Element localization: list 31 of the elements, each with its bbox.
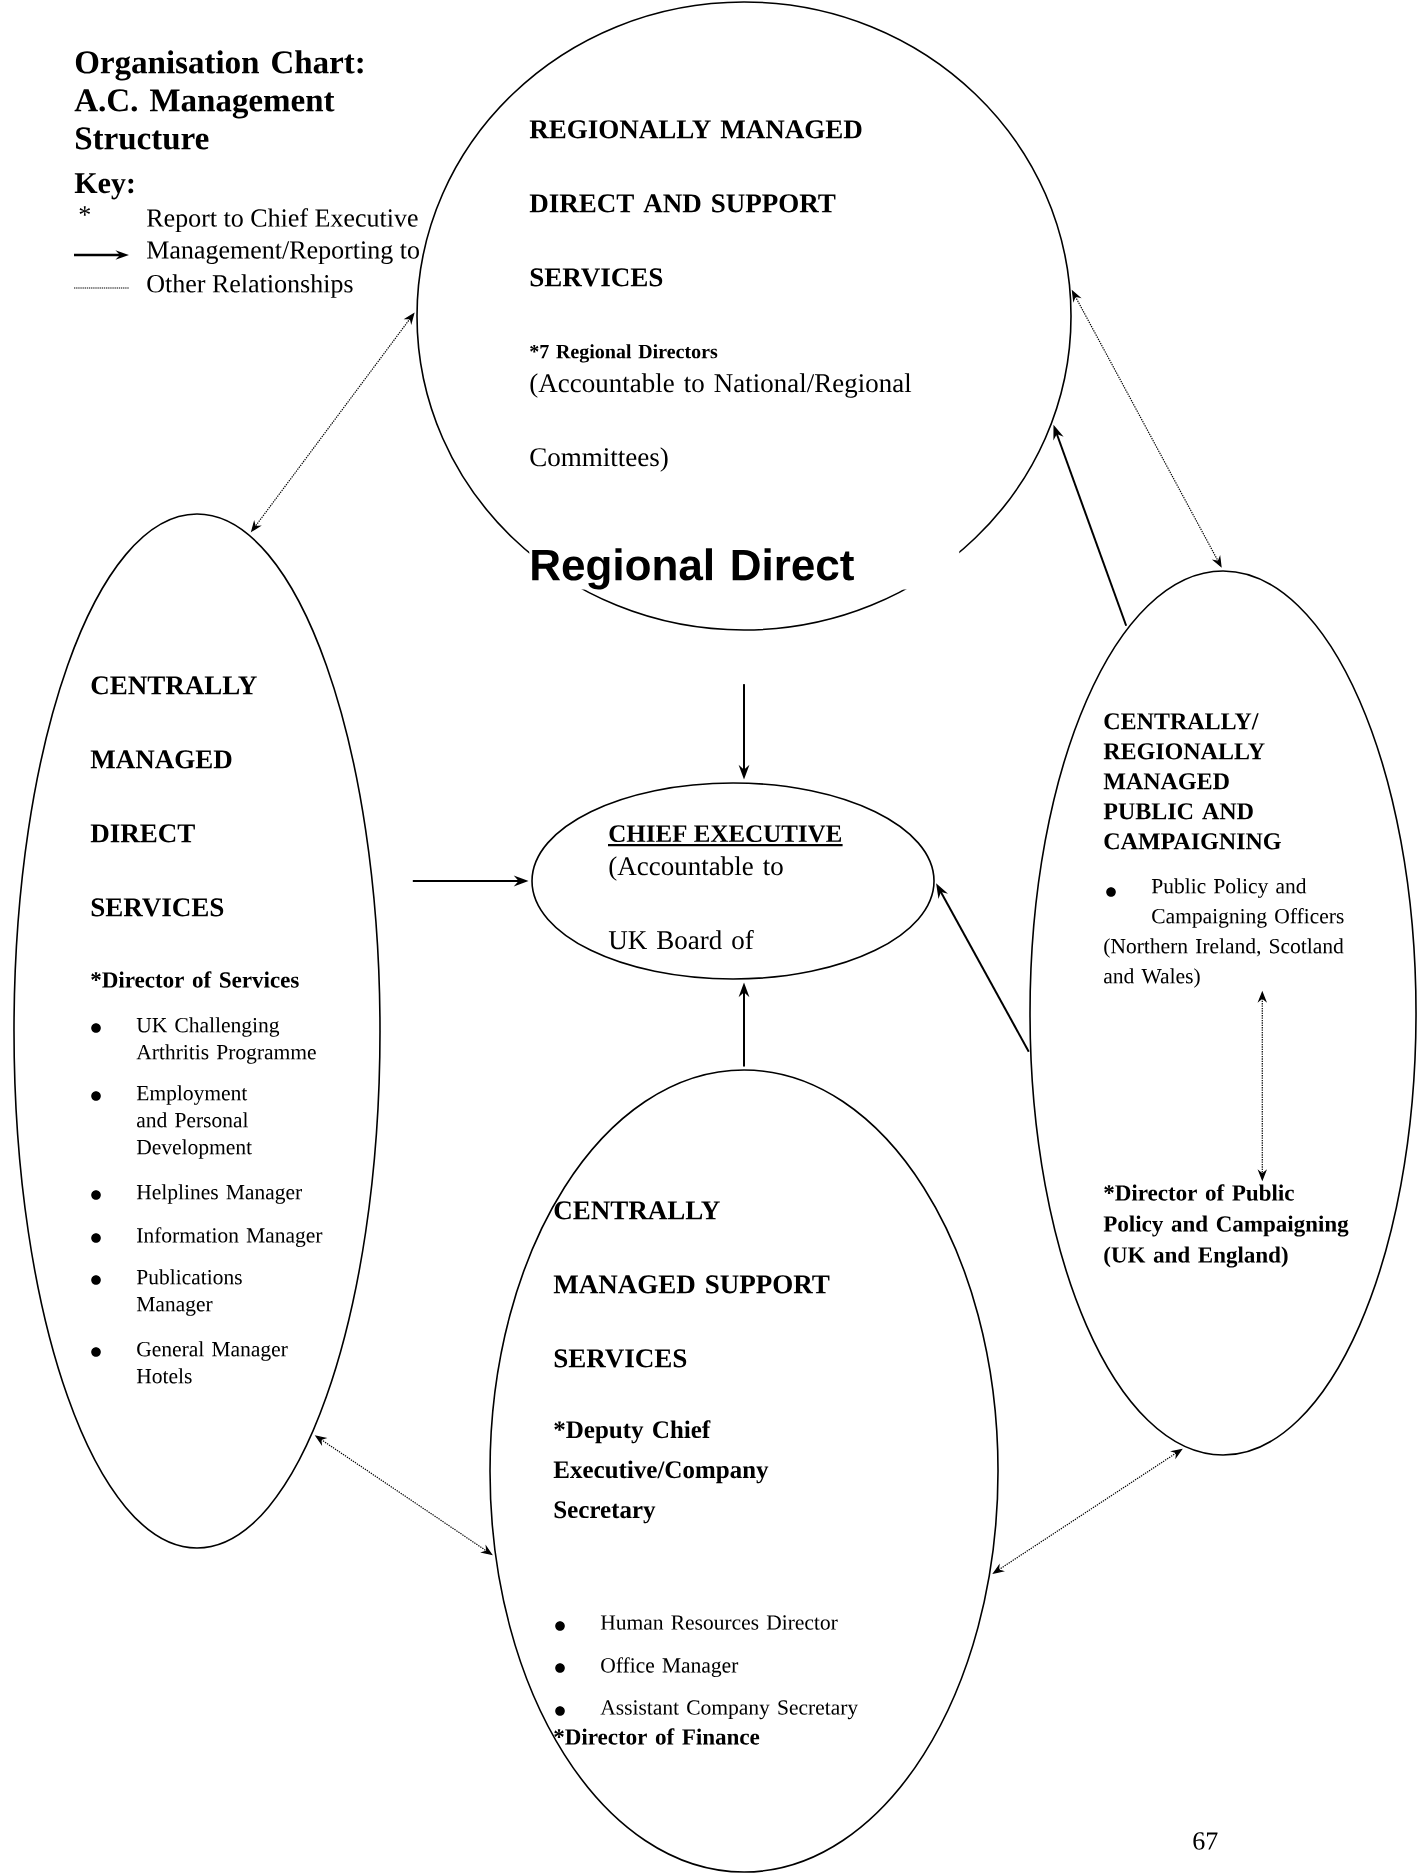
legend-text: Management/Reporting to [147,241,419,265]
heading: CENTRALLY MANAGED DIRECT SERVICES [90,676,257,917]
body-text: *Director of Public Policy and Campaigning (UK and England) [1103,1184,1349,1268]
body-text: *Deputy Chief Executive/Company Secretary [553,1420,769,1524]
legend-text: Report to Chief Executive [147,208,418,233]
bullet-item: Human Resources Director [555,1615,838,1631]
heading: CHIEF EXECUTIVE [608,825,843,847]
key-symbol: * [79,206,90,216]
body-text: *Director of Services [91,971,299,988]
heading: REGIONALLY MANAGED DIRECT AND SUPPORT SERVICES [529,120,862,287]
bullet-item: General Manager Hotels [91,1341,288,1384]
body-text: (Accountable to UK Board of [608,856,783,950]
bullet-item: UK Challenging Arthritis Programme [91,1017,316,1064]
heading: Regional Direct [529,548,960,590]
key-heading: Key: [74,173,134,200]
body-text: (Accountable to National/Regional Committees) [530,373,912,472]
title: Organisation Chart: A.C. Management Structure [74,50,363,150]
bullet-item: Assistant Company Secretary [555,1700,859,1720]
legend-text: Other Relationships [147,274,353,298]
bullet-item: Office Manager [555,1657,739,1678]
body-text: (Northern Ireland, Scotland and Wales) [1104,938,1344,988]
bullet-item: Helplines Manager [91,1184,302,1204]
bullet-item: Employment and Personal Development [91,1085,252,1159]
heading: CENTRALLY/ REGIONALLY MANAGED PUBLIC AND CAMPAIGNING [1103,713,1281,850]
heading: CENTRALLY MANAGED SUPPORT SERVICES [553,1201,830,1368]
body-text: *Director of Finance [554,1728,760,1745]
bullet-item: Publications Manager [91,1269,242,1316]
body-text: *7 Regional Directors [530,344,718,363]
bullet-item: Information Manager [91,1227,323,1248]
page-number: 67 [1193,1832,1218,1850]
bullet-item: Public Policy and Campaigning Officers [1151,878,1344,928]
